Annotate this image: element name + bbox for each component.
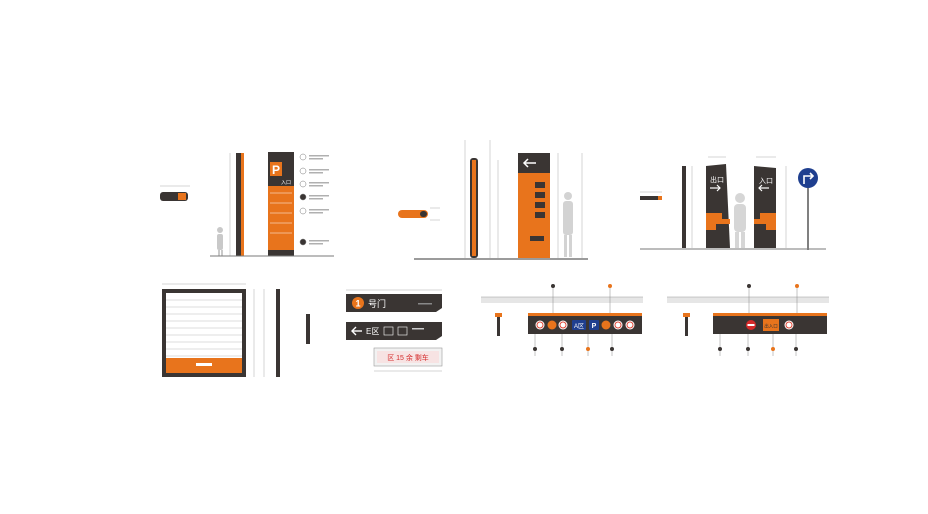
panel-directional-pylon — [398, 140, 588, 260]
leader-lines — [719, 334, 797, 356]
callout-notes — [309, 155, 329, 245]
entrance-sign: 入口 — [754, 166, 776, 248]
side-elevation — [229, 153, 244, 256]
person-silhouette-icon — [217, 227, 223, 256]
beam-orange-label: 出入口 — [764, 323, 778, 330]
beam-left: A区 P — [528, 313, 642, 334]
turn-right-road-sign-icon — [798, 168, 818, 250]
beam-right: 出入口 — [713, 313, 827, 334]
panel-parking-totem: P 入口 — [160, 152, 334, 257]
arrow-left-icon — [522, 158, 536, 168]
no-entry-icon — [746, 320, 756, 330]
person-silhouette-icon — [734, 193, 746, 248]
gate-label: 号门 — [368, 298, 386, 309]
arrow-left-icon — [351, 326, 362, 336]
side-post — [682, 166, 693, 248]
exit-sign: 出口 — [706, 164, 730, 248]
exit-label: 出口 — [710, 175, 724, 184]
beam-side-view — [495, 313, 502, 336]
exit-zone-code: E区 — [366, 327, 379, 336]
gate-number-plate: 1 号门 — [346, 294, 442, 312]
panel-shutter-gate — [162, 283, 310, 377]
led-display-plate: 区 15 余 剩车 — [373, 347, 443, 367]
panel-height-beam-right: 出入口 — [667, 284, 829, 356]
arrow-right-icon — [710, 184, 721, 192]
leader-lines — [534, 334, 613, 356]
direction-plate: E区 — [346, 322, 442, 340]
beam-icons: A区 P — [535, 320, 635, 330]
beam-zone-code: A区 — [574, 323, 584, 330]
parking-totem-front: P 入口 — [268, 152, 294, 256]
panel-entrance-exit: 出口 入口 — [640, 156, 826, 250]
parking-letter: P — [272, 163, 280, 177]
pylon-front-view — [518, 153, 550, 258]
plan-view-bar — [640, 191, 662, 200]
beam-parking-code: P — [592, 323, 597, 330]
pylon-side-view — [464, 140, 499, 258]
led-text: 区 15 余 剩车 — [387, 353, 429, 362]
totem-panels — [270, 192, 292, 234]
callout-markers — [299, 153, 307, 246]
beam-side-view — [683, 313, 690, 336]
shutter-slats — [166, 299, 242, 357]
panel-door-plates: 1 号门 E区 区 15 余 剩车 — [346, 289, 443, 372]
totem-entrance-label: 入口 — [281, 180, 291, 186]
person-silhouette-icon — [563, 192, 573, 257]
arrow-left-icon — [758, 184, 769, 192]
panel-height-beam-left: A区 P — [481, 284, 643, 356]
gate-number: 1 — [355, 299, 360, 309]
plan-view-small — [160, 185, 190, 201]
entrance-label: 入口 — [759, 177, 773, 185]
plan-view-pill — [398, 207, 440, 221]
beam-orange-panel — [763, 319, 779, 331]
